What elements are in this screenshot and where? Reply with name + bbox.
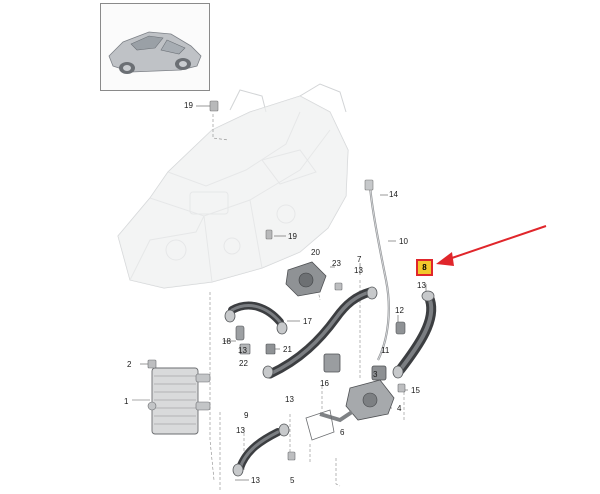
housing-4 [345,379,395,421]
hose-17 [228,301,284,326]
callout-13-d[interactable]: 13 [285,395,294,404]
callout-2[interactable]: 2 [127,360,132,369]
callout-11[interactable]: 11 [381,346,390,355]
bolt-19-mid [265,229,273,240]
bolt-2 [147,359,157,369]
part-12-fitting [395,321,406,335]
vehicle-thumbnail [100,3,210,91]
callout-9[interactable]: 9 [244,411,249,420]
hose-12 [395,295,437,375]
line-10 [364,179,390,361]
callout-18[interactable]: 18 [222,337,231,346]
bracket-small [305,409,335,441]
callout-5[interactable]: 5 [290,476,295,485]
callout-13-b[interactable]: 13 [417,281,426,290]
hose-11 [265,287,375,379]
callout-10[interactable]: 10 [399,237,408,246]
callout-8-label: 8 [422,263,427,272]
callout-22[interactable]: 22 [239,359,248,368]
hose-clamps [224,286,435,477]
thermostat-20 [285,261,327,297]
callout-7[interactable]: 7 [357,255,362,264]
bolt-15 [397,383,406,393]
callout-4[interactable]: 4 [397,404,402,413]
transmission-fill [118,96,348,288]
hose-9 [236,428,282,472]
valve-16 [323,353,341,373]
callout-20[interactable]: 20 [311,248,320,257]
callout-21[interactable]: 21 [283,345,292,354]
highlighted-callout-8[interactable]: 8 [416,259,433,276]
callout-13-a[interactable]: 13 [354,266,363,275]
callout-13-c[interactable]: 13 [238,346,247,355]
callout-13-e[interactable]: 13 [236,426,245,435]
pipe-6 [319,410,354,423]
callout-15[interactable]: 15 [411,386,420,395]
part-22-21 [239,343,276,355]
callout-19-top[interactable]: 19 [184,101,193,110]
callout-12[interactable]: 12 [395,306,404,315]
callout-3[interactable]: 3 [373,370,378,379]
callout-17[interactable]: 17 [303,317,312,326]
callout-14[interactable]: 14 [389,190,398,199]
callout-23[interactable]: 23 [332,259,341,268]
callout-19-mid[interactable]: 19 [288,232,297,241]
part-18 [235,325,245,341]
car-silhouette-icon [108,31,202,74]
bolt-5 [287,451,296,461]
callout-6[interactable]: 6 [340,428,345,437]
callout-1[interactable]: 1 [124,397,129,406]
bolt-23 [334,282,343,291]
oil-cooler-1 [147,367,211,435]
red-arrow-icon [436,225,547,266]
callout-16[interactable]: 16 [320,379,329,388]
bolt-19-top [209,100,219,112]
callout-13-f[interactable]: 13 [251,476,260,485]
